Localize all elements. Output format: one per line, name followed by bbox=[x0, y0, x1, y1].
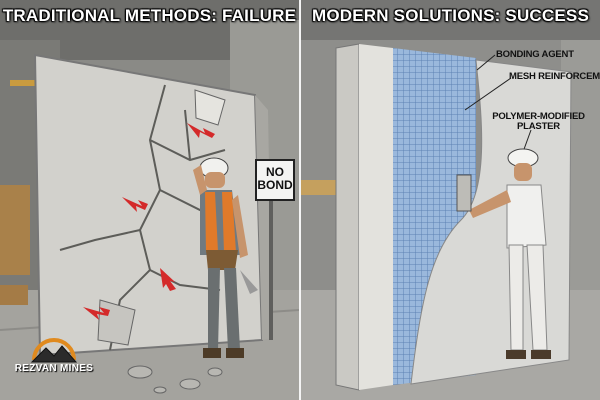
trowel-icon bbox=[456, 174, 472, 212]
frustrated-worker bbox=[193, 157, 258, 358]
plaster-callout: POLYMER-MODIFIED PLASTER bbox=[491, 112, 586, 132]
sign-label: NO BOND bbox=[256, 166, 294, 192]
failure-arrows bbox=[83, 123, 215, 320]
logo-text: REZVAN MINES bbox=[14, 363, 94, 374]
arrow-icon bbox=[122, 197, 148, 212]
arrow-icon bbox=[160, 268, 176, 291]
panel-divider bbox=[299, 0, 301, 400]
arrow-icon bbox=[187, 123, 215, 138]
mountain-icon bbox=[30, 345, 78, 363]
sign-line-1: NO bbox=[266, 165, 284, 179]
failure-scene bbox=[0, 0, 299, 400]
rezvan-mines-logo bbox=[30, 338, 78, 363]
arrow-icon bbox=[83, 307, 110, 320]
bonding-agent-callout: BONDING AGENT bbox=[496, 49, 574, 60]
plaster-callout-line-1: POLYMER-MODIFIED bbox=[492, 111, 585, 122]
successful-worker bbox=[456, 148, 551, 359]
sun-arc-icon bbox=[32, 338, 76, 361]
traditional-methods-panel: NO BOND TRADITIONAL METHODS: FAILURE REZ… bbox=[0, 0, 299, 400]
mesh-reinforcement-callout: MESH REINFORCEMENT bbox=[509, 71, 600, 82]
plaster-callout-line-2: PLASTER bbox=[517, 121, 560, 132]
modern-solutions-panel: MODERN SOLUTIONS: SUCCESS BONDING AGENT … bbox=[301, 0, 600, 400]
debris bbox=[127, 365, 223, 394]
left-panel-title: TRADITIONAL METHODS: FAILURE bbox=[2, 6, 297, 25]
sign-line-2: BOND bbox=[257, 178, 293, 192]
success-scene bbox=[301, 0, 600, 400]
right-panel-title: MODERN SOLUTIONS: SUCCESS bbox=[311, 6, 590, 25]
no-bond-sign bbox=[255, 159, 295, 201]
